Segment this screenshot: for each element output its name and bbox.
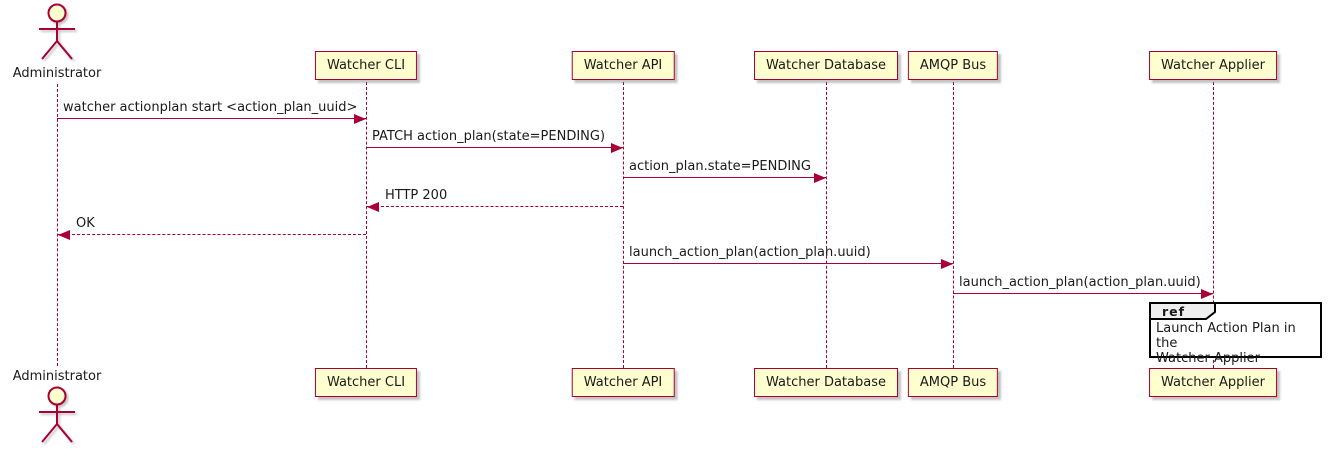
message-label-7: launch_action_plan(action_plan.uuid) [959,275,1201,290]
message-arrowhead-4 [367,202,379,212]
participant-box-top-amqp-bus: AMQP Bus [907,51,999,80]
lifeline-amqp-bus [953,82,954,368]
message-arrowhead-6 [941,259,953,269]
message-arrowhead-3 [814,173,826,183]
participant-box-top-watcher-database: Watcher Database [754,51,898,80]
ref-keyword: ref [1162,304,1186,319]
lifeline-watcher-cli [366,82,367,368]
participant-box-bottom-amqp-bus: AMQP Bus [907,368,999,397]
lifeline-watcher-applier [1213,82,1214,368]
message-line-4 [366,206,623,207]
ref-text-line2: Watcher Applier [1156,351,1260,366]
message-label-3: action_plan.state=PENDING [629,159,811,174]
participant-box-top-watcher-cli: Watcher CLI [314,51,418,80]
actor-figure-bottom [39,386,75,443]
lifeline-administrator [57,84,58,366]
participant-box-bottom-watcher-database: Watcher Database [754,368,898,397]
participant-box-bottom-watcher-applier: Watcher Applier [1149,368,1277,397]
actor-label-top: Administrator [12,66,102,81]
actor-figure-top [39,3,75,60]
message-line-5 [57,234,366,235]
message-arrowhead-2 [611,143,623,153]
message-line-1 [57,118,366,119]
message-arrowhead-1 [354,114,366,124]
message-label-2: PATCH action_plan(state=PENDING) [372,129,606,144]
message-line-7 [953,293,1213,294]
message-arrowhead-5 [58,230,70,240]
ref-text: Launch Action Plan in the Watcher Applie… [1151,304,1320,368]
participant-box-top-watcher-applier: Watcher Applier [1149,51,1277,80]
lifeline-watcher-api [623,82,624,368]
message-label-4: HTTP 200 [385,188,448,203]
ref-text-line1: Launch Action Plan in the [1156,321,1296,351]
ref-fragment: ref Launch Action Plan in the Watcher Ap… [1149,302,1322,366]
participant-box-bottom-watcher-cli: Watcher CLI [314,368,418,397]
message-line-3 [623,177,826,178]
actor-label-bottom: Administrator [12,369,102,384]
message-label-6: launch_action_plan(action_plan.uuid) [629,245,871,260]
message-line-6 [623,263,953,264]
lifeline-watcher-database [826,82,827,368]
message-label-5: OK [76,216,95,231]
message-line-2 [366,147,623,148]
message-arrowhead-7 [1201,289,1213,299]
participant-box-bottom-watcher-api: Watcher API [571,368,675,397]
message-label-1: watcher actionplan start <action_plan_uu… [63,100,358,115]
ref-tab-shape [1149,302,1216,320]
participant-box-top-watcher-api: Watcher API [571,51,675,80]
